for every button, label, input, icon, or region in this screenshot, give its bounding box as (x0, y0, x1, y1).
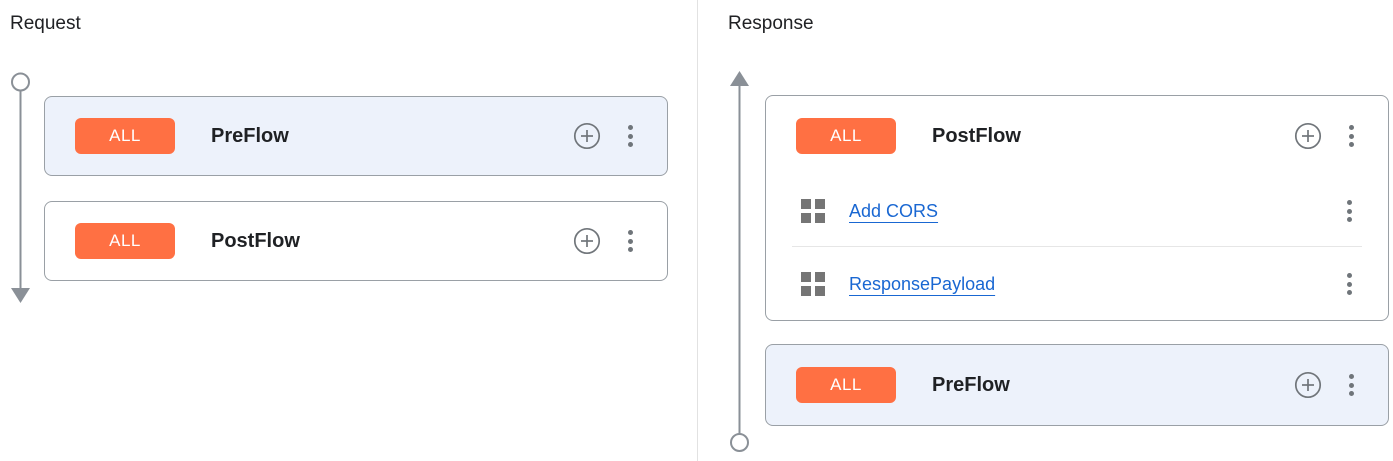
flow-card-title: PreFlow (932, 373, 1010, 396)
flow-card-title: PostFlow (211, 229, 300, 252)
kebab-menu-button[interactable] (619, 121, 641, 151)
drag-squares-icon (801, 272, 825, 296)
condition-badge: ALL (75, 223, 175, 259)
plus-circle-icon (573, 122, 601, 150)
kebab-menu-button[interactable] (1338, 269, 1360, 299)
kebab-menu-icon (1346, 200, 1352, 205)
request-preflow-card[interactable]: ALL PreFlow (44, 96, 668, 176)
kebab-menu-button[interactable] (1338, 196, 1360, 226)
kebab-menu-button[interactable] (619, 226, 641, 256)
arrow-down-icon (11, 288, 30, 303)
policy-row: ResponsePayload (766, 247, 1388, 321)
condition-badge: ALL (796, 367, 896, 403)
policy-drag-handle[interactable] (800, 198, 826, 224)
policy-link-add-cors[interactable]: Add CORS (849, 200, 939, 221)
flow-card-header[interactable]: ALL PostFlow (766, 96, 1388, 176)
arrow-up-icon (730, 71, 749, 86)
flow-card-title: PreFlow (211, 124, 289, 147)
policy-link-responsepayload[interactable]: ResponsePayload (849, 273, 996, 294)
response-postflow-card[interactable]: ALL PostFlow (765, 95, 1389, 321)
add-policy-button[interactable] (572, 226, 602, 256)
kebab-menu-icon (1348, 125, 1354, 130)
flow-card-title: PostFlow (932, 124, 1021, 147)
response-panel-title: Response (728, 13, 814, 34)
drag-squares-icon (801, 199, 825, 223)
add-policy-button[interactable] (1293, 121, 1323, 151)
circle-marker-icon (730, 433, 749, 452)
kebab-menu-icon (1348, 374, 1354, 379)
kebab-menu-button[interactable] (1340, 121, 1362, 151)
circle-marker-icon (11, 72, 30, 92)
kebab-menu-button[interactable] (1340, 370, 1362, 400)
add-policy-button[interactable] (1293, 370, 1323, 400)
panel-divider (697, 0, 698, 461)
plus-circle-icon (1294, 371, 1322, 399)
kebab-menu-icon (627, 230, 633, 235)
request-panel-title: Request (10, 13, 81, 34)
row-divider (792, 246, 1362, 247)
kebab-menu-icon (627, 125, 633, 130)
condition-badge: ALL (75, 118, 175, 154)
kebab-menu-icon (1346, 273, 1352, 278)
plus-circle-icon (1294, 122, 1322, 150)
request-flow-line (11, 72, 30, 303)
plus-circle-icon (573, 227, 601, 255)
add-policy-button[interactable] (572, 121, 602, 151)
response-preflow-card[interactable]: ALL PreFlow (765, 344, 1389, 426)
policy-row: Add CORS (766, 176, 1388, 246)
policy-drag-handle[interactable] (800, 271, 826, 297)
condition-badge: ALL (796, 118, 896, 154)
request-postflow-card[interactable]: ALL PostFlow (44, 201, 668, 281)
response-flow-line (730, 71, 749, 452)
